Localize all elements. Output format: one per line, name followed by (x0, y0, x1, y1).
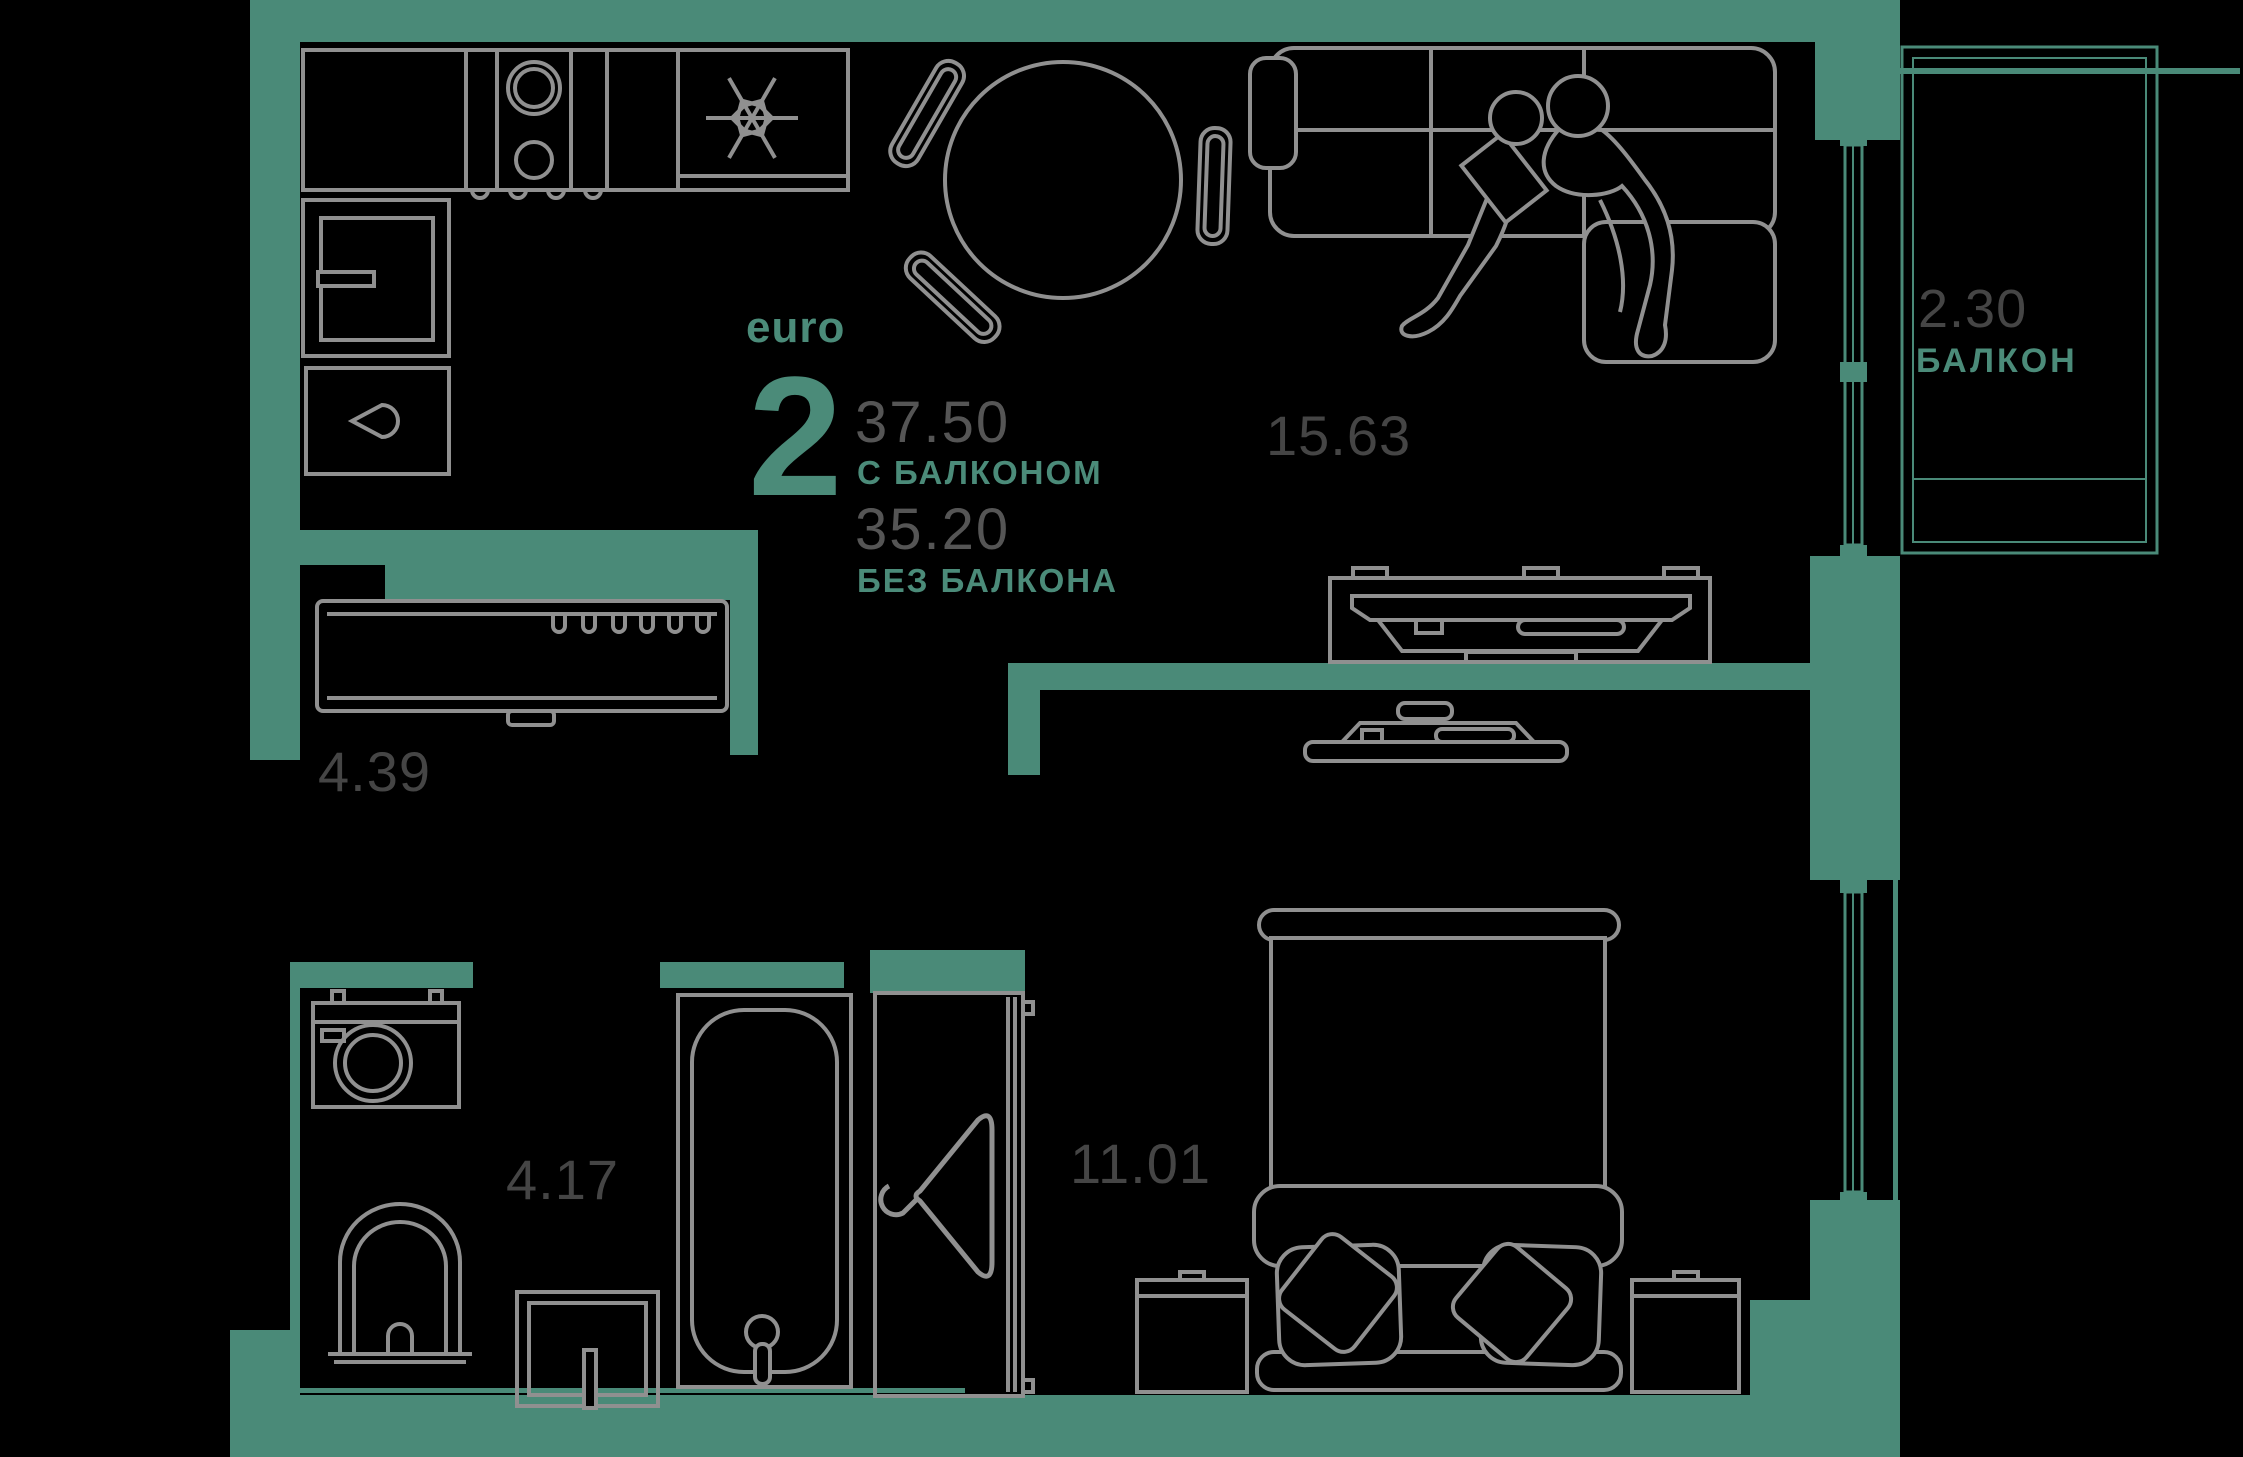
toilet (328, 1202, 472, 1364)
bedroom-area: 11.01 (1070, 1132, 1211, 1195)
tv-console (1328, 566, 1712, 664)
dining-table (943, 60, 1183, 300)
wardrobe (873, 991, 1035, 1398)
with-balcony-label: С БАЛКОНОМ (857, 454, 1103, 491)
bedroom-window (1840, 876, 1898, 1208)
bathroom-area: 4.17 (506, 1148, 619, 1211)
washing-machine (311, 989, 461, 1109)
walls (230, 0, 2240, 1457)
hallway-area: 4.39 (318, 740, 431, 803)
rooms-count: 2 (748, 342, 844, 532)
unit-type-label: euro (746, 303, 846, 352)
balcony-area: 2.30 (1918, 279, 2028, 339)
living-kitchen-area: 15.63 (1266, 404, 1412, 467)
hanger-icon (878, 1113, 995, 1279)
bathroom-sink (515, 1290, 660, 1410)
bedroom-tv (1303, 701, 1569, 763)
bed (1252, 908, 1624, 1392)
nightstand-left (1135, 1270, 1249, 1394)
balcony-outline (1900, 45, 2159, 555)
balcony-door-window (1840, 128, 1867, 559)
snowflake-icon (706, 77, 798, 159)
nightstand-right (1630, 1270, 1741, 1394)
people-illustration (1399, 74, 1675, 359)
hanging-hooks (551, 614, 711, 634)
area-without-balcony: 35.20 (855, 497, 1011, 562)
balcony-label: БАЛКОН (1916, 342, 2078, 380)
without-balcony-label: БЕЗ БАЛКОНА (857, 562, 1118, 599)
bathtub (676, 993, 853, 1389)
hallway-closet (315, 599, 729, 727)
area-with-balcony: 37.50 (855, 390, 1011, 455)
kitchen-counter (301, 48, 850, 476)
dining-chairs (888, 58, 1233, 345)
stove-burners (506, 60, 562, 180)
bed-pillows (1274, 1232, 1604, 1368)
